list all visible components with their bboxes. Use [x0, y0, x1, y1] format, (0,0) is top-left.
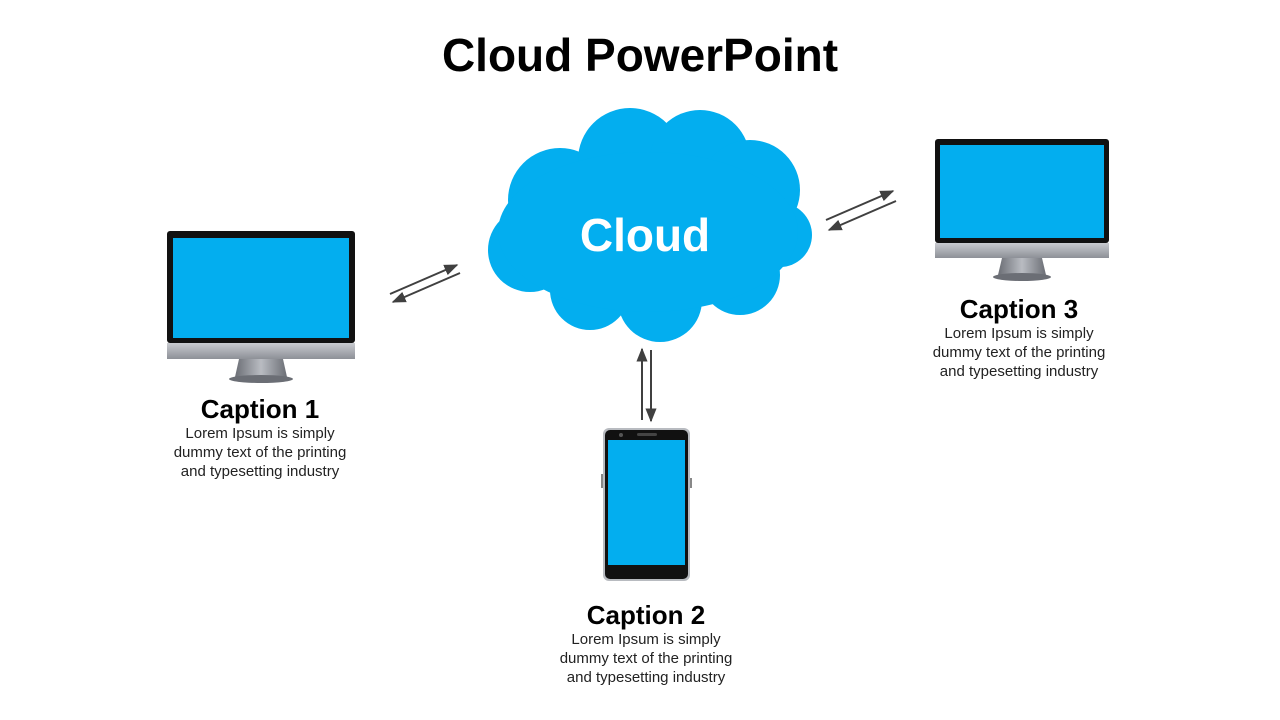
caption-text: Lorem Ipsum is simply dummy text of the … — [536, 630, 756, 687]
caption-text: Lorem Ipsum is simply dummy text of the … — [150, 424, 370, 481]
page-title: Cloud PowerPoint — [441, 29, 839, 81]
smartphone-icon — [601, 428, 692, 581]
caption-text-line: Lorem Ipsum is simply — [944, 325, 1094, 342]
connector-arrows-left — [389, 264, 461, 303]
caption-text-line: Lorem Ipsum is simply — [571, 631, 721, 648]
caption-text-line: Lorem Ipsum is simply — [185, 425, 335, 442]
connector-arrows-bottom — [636, 347, 657, 423]
cloud-label: Cloud — [579, 209, 711, 261]
caption-text-line: dummy text of the printing — [559, 650, 733, 667]
cloud-shape — [488, 108, 812, 342]
caption-text-line: and typesetting industry — [180, 463, 340, 480]
caption-title: Caption 2 — [586, 600, 706, 630]
caption-text-line: dummy text of the printing — [932, 344, 1106, 361]
caption-text: Lorem Ipsum is simply dummy text of the … — [909, 324, 1129, 381]
desktop-monitor-icon — [167, 231, 355, 383]
caption-block-3: Caption 3 Lorem Ipsum is simply dummy te… — [909, 294, 1129, 381]
caption-text-line: dummy text of the printing — [173, 444, 347, 461]
caption-title: Caption 1 — [200, 394, 320, 424]
connector-arrows-right — [825, 190, 897, 231]
desktop-monitor-icon — [935, 139, 1109, 281]
caption-title: Caption 3 — [959, 294, 1079, 324]
caption-text-line: and typesetting industry — [566, 669, 726, 686]
caption-block-2: Caption 2 Lorem Ipsum is simply dummy te… — [536, 600, 756, 687]
caption-text-line: and typesetting industry — [939, 363, 1099, 380]
caption-block-1: Caption 1 Lorem Ipsum is simply dummy te… — [150, 394, 370, 481]
